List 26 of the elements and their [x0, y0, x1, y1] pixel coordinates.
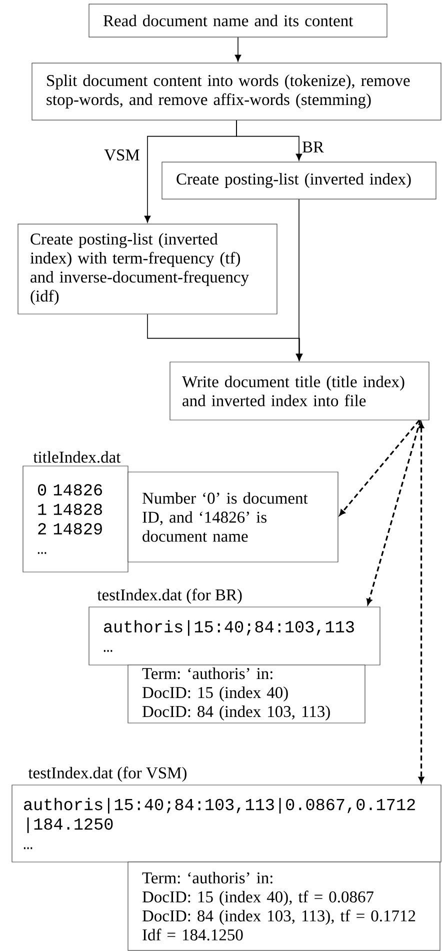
arrow [296, 198, 302, 361]
file-name: titleIndex.dat [33, 451, 121, 463]
process-box: Create posting-list (inverted index) [162, 162, 436, 200]
arrow [418, 422, 424, 783]
process-box: Write document title (title index) and inverted index into file [170, 362, 430, 420]
node-label: … [38, 552, 46, 554]
node-label: 1 14828 [38, 504, 102, 516]
file-content-box: 0 14826 1 14828 2 14829 … [22, 466, 128, 572]
file-content-box: authoris|15:40;84:103,113|0.0867,0.1712 |184.1250 … [12, 784, 442, 862]
arrow [339, 420, 420, 516]
process-box: Term: ‘authoris’ in: DocID: 15 (index 40) DocID: 84 (index 103, 113) [128, 664, 366, 724]
edge-label: VSM [103, 148, 141, 162]
file-name: testIndex.dat (for VSM) [28, 766, 186, 782]
process-box: Term: ‘authoris’ in: DocID: 15 (index 40), tf = 0.0867 DocID: 84 (index 103, 113), tf = 0.1712 Idf = 184.1250 [128, 862, 440, 951]
node-label: 2 14829 [38, 523, 102, 535]
process-box: Read document name and its content [88, 4, 388, 38]
process-box: Split document content into words (tokenize), remove stop-words, and remove affix-words (stemming) [32, 62, 442, 120]
arrow [234, 36, 242, 62]
edge-label: BR [301, 140, 325, 154]
file-content-box: authoris|15:40;84:103,113 … [88, 606, 380, 666]
node-label: 0 14826 [38, 484, 102, 496]
arrow [144, 120, 237, 223]
arrow [366, 420, 422, 605]
process-box: Number ‘0’ is document ID, and ‘14826’ is document name [128, 472, 338, 562]
process-box: Create posting-list (inverted index) with term-frequency (tf) and inverse-document-frequency (idf) [18, 224, 278, 314]
file-name: testIndex.dat (for BR) [97, 588, 242, 604]
